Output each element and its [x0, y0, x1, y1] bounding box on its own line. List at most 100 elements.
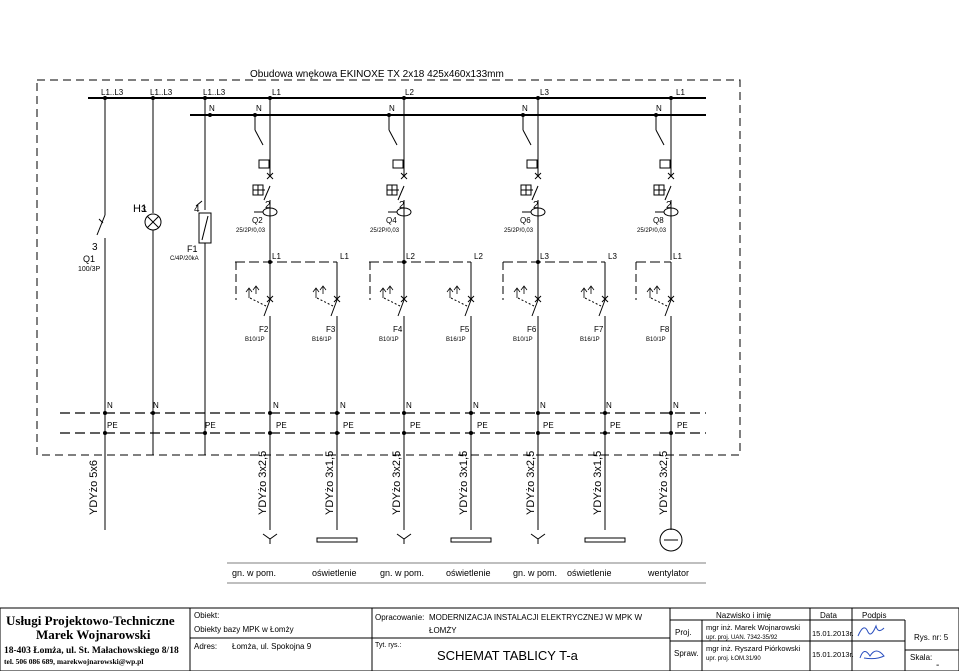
- rcd-phase-node: [536, 96, 540, 100]
- work-value-line1: MODERNIZACJA INSTALACJI ELEKTRYCZNEJ W M…: [429, 613, 643, 622]
- col-sign-header: Podpis: [862, 611, 886, 620]
- scale-label: Skala:: [910, 653, 932, 662]
- pe-bar-label: PE: [677, 421, 688, 430]
- rcd-test-box: [258, 159, 270, 169]
- main-switch-q1: 3 Q1 100/3P: [78, 96, 107, 455]
- rcd-contact: [263, 185, 271, 201]
- check-name: mgr inż. Ryszard Piórkowski: [706, 644, 801, 653]
- rcd-name: Q4: [386, 216, 397, 225]
- mcb-contact: [531, 299, 539, 317]
- work-label: Opracowanie:: [375, 613, 424, 622]
- lamp-name: H1: [133, 203, 147, 215]
- mcb-x-mark: [534, 295, 542, 303]
- mcb-rating: B10/1P: [646, 337, 666, 343]
- light-symbol: [584, 537, 626, 543]
- light-symbol: [316, 537, 358, 543]
- company-address: 18-403 Łomża, ul. St. Małachowskiego 8/1…: [4, 646, 179, 656]
- receiver-label: wentylator: [647, 568, 689, 578]
- neutral-top-label: N: [522, 104, 528, 113]
- bus-label: L2: [405, 88, 414, 97]
- neutral-bar-node: [103, 411, 107, 415]
- neutral-bar-label: N: [540, 401, 546, 410]
- pe-bar-label: PE: [276, 421, 287, 430]
- pe-bar-label: PE: [610, 421, 621, 430]
- outgoing-cable: YDYżo 3x1,5: [584, 451, 626, 543]
- bus-label: L1..L3: [101, 88, 124, 97]
- fan-symbol: [659, 528, 683, 552]
- receiver-label: oświetlenie: [446, 568, 491, 578]
- pe-bar-node: [203, 431, 207, 435]
- rcd-rating: 25/2P/0,03: [236, 228, 266, 234]
- indicator-lamp-h1: H1 3: [133, 96, 162, 455]
- neutral-top-label: N: [209, 104, 215, 113]
- rcd-group: 2Q225/2P/0,032Q425/2P/0,032Q625/2P/0,032…: [236, 96, 679, 260]
- mcb-mechanical-link: [249, 297, 267, 307]
- mcb-rating: B10/1P: [245, 337, 265, 343]
- neutral-bar-node: [603, 411, 607, 415]
- main-switch-rating: 100/3P: [78, 266, 101, 273]
- mcb-x-mark: [601, 295, 609, 303]
- title-block: Usługi Projektowo-Techniczne Marek Wojna…: [0, 607, 959, 671]
- supply-cable-label: YDYżo 5x6: [88, 460, 100, 515]
- pe-bar-label: PE: [107, 421, 118, 430]
- neutral-top-label: N: [256, 104, 262, 113]
- rcd-neutral-contact: [254, 129, 264, 146]
- check-signature: [859, 650, 885, 660]
- surge-name: F1: [187, 244, 198, 254]
- cable-label: YDYżo 3x2,5: [257, 451, 269, 515]
- mcb-name: F5: [460, 325, 470, 334]
- mcb-x-mark: [400, 295, 408, 303]
- mcb-trip-symbol: [580, 285, 595, 298]
- rcd-test-box: [659, 159, 671, 169]
- neutral-top-label: N: [389, 104, 395, 113]
- mcb-x-mark: [266, 295, 274, 303]
- rcd-x-mark: [400, 172, 408, 180]
- outgoing-cables: YDYżo 3x2,5 YDYżo 3x1,5 YDYżo 3x2,5 YDYżo 3…: [104, 451, 683, 552]
- pe-bar-node: [268, 431, 272, 435]
- socket-symbol: [396, 533, 412, 544]
- socket-symbol: [262, 533, 278, 544]
- mcb-x-mark: [667, 295, 675, 303]
- pe-bar-node: [669, 431, 673, 435]
- rcd-rating: 25/2P/0,03: [370, 228, 400, 234]
- receiver-label: gn. w pom.: [232, 568, 276, 578]
- main-switch-poles: 3: [92, 242, 98, 253]
- phase-label-mid: L1: [340, 252, 349, 261]
- rcd-neutral-node: [253, 113, 257, 117]
- neutral-bar-node: [402, 411, 406, 415]
- mcb-contact: [263, 299, 271, 317]
- mcb-name: F4: [393, 325, 403, 334]
- cable-label: YDYżo 3x2,5: [525, 451, 537, 515]
- phase-label-mid: L3: [608, 252, 617, 261]
- outgoing-cable: YDYżo 3x1,5: [450, 451, 492, 543]
- pe-bar-label: PE: [543, 421, 554, 430]
- address-value: Łomża, ul. Spokojna 9: [232, 642, 312, 651]
- rcd-neutral-node: [521, 113, 525, 117]
- enclosure-title: Obudowa wnękowa EKINOXE TX 2x18 425x460x…: [250, 69, 504, 80]
- rcd-neutral-node: [387, 113, 391, 117]
- bus-label: L1: [676, 88, 685, 97]
- drawing-title-label: Tyt. rys.:: [375, 642, 402, 649]
- proj-label: Proj.: [675, 628, 691, 637]
- rcd-phase-node: [402, 96, 406, 100]
- pe-bar-node: [469, 431, 473, 435]
- neutral-bar-label: N: [406, 401, 412, 410]
- rcd-contact: [397, 185, 405, 201]
- cable-label: YDYżo 3x2,5: [658, 451, 670, 515]
- rcd-x-mark: [534, 172, 542, 180]
- sheet-number: Rys. nr: 5: [914, 633, 949, 642]
- mcb-mechanical-link: [383, 297, 401, 307]
- mcb-contact: [330, 299, 338, 317]
- company-contact: tel. 506 086 689, marekwojnarowski@wp.pl: [4, 657, 143, 666]
- work-value-line2: ŁOMŻY: [429, 626, 457, 635]
- check-date: 15.01.2013r.: [812, 650, 854, 659]
- neutral-bar-node: [536, 411, 540, 415]
- mcb-trip-symbol: [379, 285, 394, 298]
- neutral-bar-node: [335, 411, 339, 415]
